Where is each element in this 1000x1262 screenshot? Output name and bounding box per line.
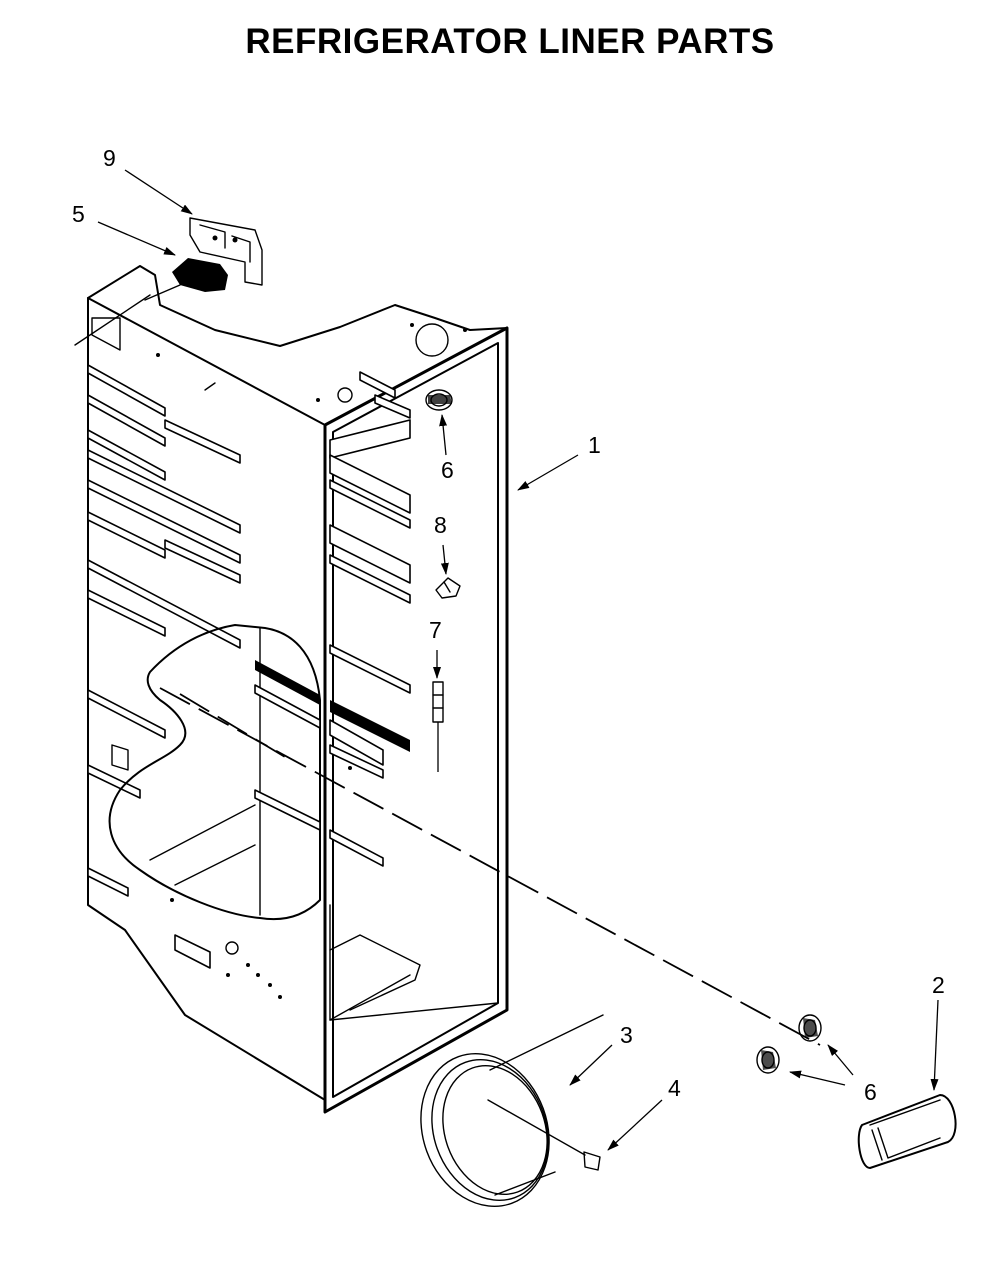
sensor-part-7 — [432, 681, 444, 772]
callout-7: 7 — [429, 617, 442, 643]
screw-part-4 — [487, 1099, 601, 1171]
callout-8: 8 — [434, 512, 447, 538]
liner-cutaway — [108, 624, 410, 921]
callout-4: 4 — [668, 1075, 681, 1101]
liner-part-1 — [87, 265, 509, 1114]
assembly-line-2 — [179, 693, 291, 761]
grommet-part-6-a — [798, 1014, 822, 1042]
shelf-rails-right — [329, 371, 411, 867]
callout-5: 5 — [72, 201, 85, 227]
connector-part-5 — [74, 258, 228, 346]
callout-6-bottom: 6 — [864, 1079, 877, 1105]
callout-leaders — [97, 169, 939, 1151]
grommet-part-6-b — [756, 1046, 780, 1074]
grommet-part-6-top — [425, 389, 453, 411]
diagram-title: REFRIGERATOR LINER PARTS — [245, 22, 775, 61]
shelf-rails-left — [87, 364, 241, 969]
callout-9: 9 — [103, 145, 116, 171]
callout-1: 1 — [588, 432, 601, 458]
cover-part-2 — [857, 1094, 957, 1169]
bracket-part-9 — [189, 217, 263, 286]
clip-part-8 — [435, 577, 461, 599]
callout-3: 3 — [620, 1022, 633, 1048]
callout-6-top: 6 — [441, 457, 454, 483]
tube-coil-part-3 — [420, 1014, 604, 1208]
assembly-line — [159, 687, 821, 1046]
callout-2: 2 — [932, 972, 945, 998]
